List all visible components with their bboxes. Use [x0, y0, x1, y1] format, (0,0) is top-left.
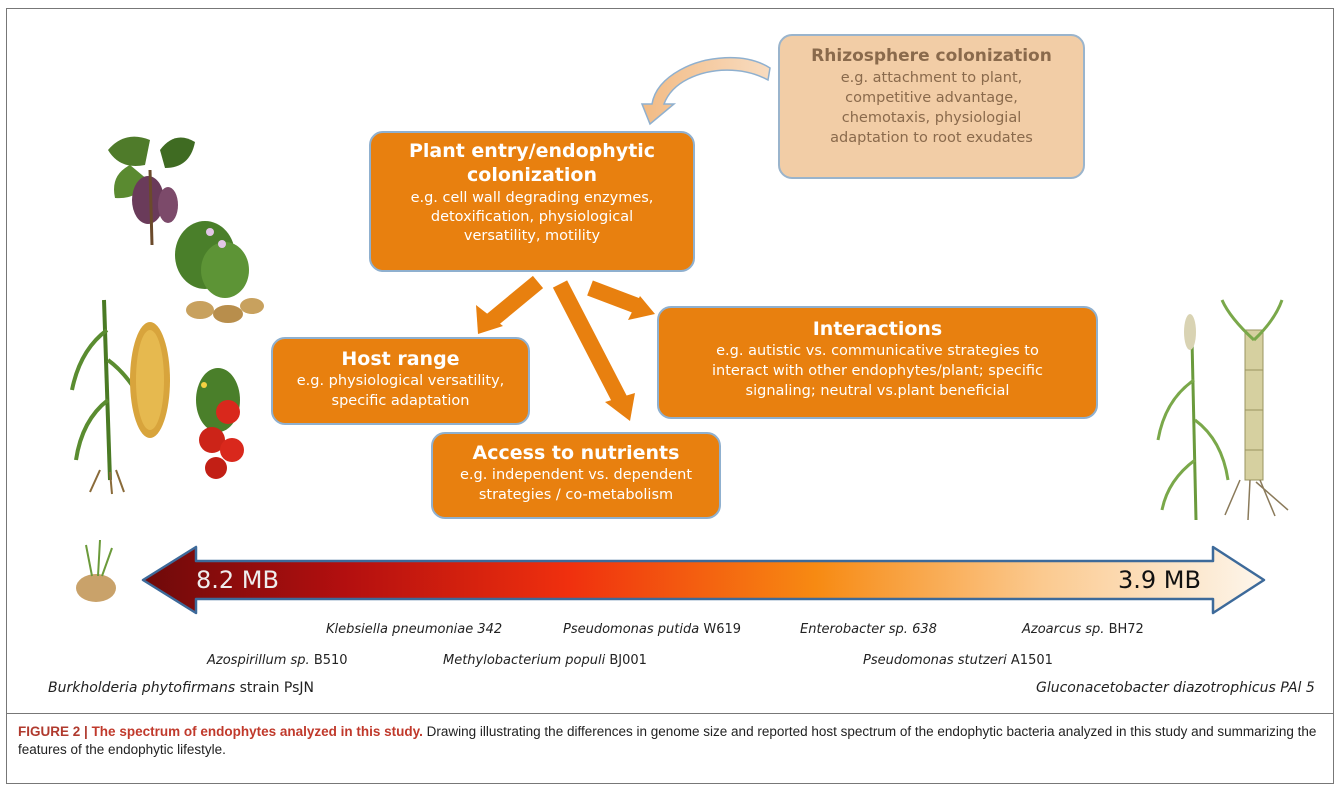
species-name: Methylobacterium populi [443, 653, 606, 668]
species-label: Enterobacter sp. 638 [800, 622, 937, 637]
species-name: Gluconacetobacter diazotrophicus PAl 5 [1036, 680, 1315, 696]
strain: W619 [699, 622, 742, 637]
rhizosphere-title: Rhizosphere colonization [811, 46, 1052, 66]
grapevine-illustration [108, 136, 195, 246]
arrow-to-interactions [587, 280, 655, 320]
host-range-box: Host range e.g. physiological versatilit… [271, 337, 530, 425]
species-name: Burkholderia phytofirmans [48, 680, 236, 696]
arrow-to-host-range [476, 275, 544, 334]
host-range-title: Host range [341, 348, 460, 370]
nutrients-line: strategies / co-metabolism [478, 487, 674, 503]
caption-text: Drawing illustrating the differences in … [18, 724, 1317, 758]
interactions-box: Interactions e.g. autistic vs. communica… [657, 306, 1098, 419]
genome-size-arrow [141, 545, 1266, 615]
potato-plant-illustration [175, 221, 264, 323]
caption-label: FIGURE 2 | [18, 724, 88, 739]
tomato-plant-illustration [196, 368, 244, 479]
caption-title: The spectrum of endophytes analyzed in t… [91, 724, 423, 739]
species-label: Azospirillum sp. B510 [207, 653, 348, 668]
plant-entry-title: Plant entry/endophytic [408, 140, 656, 162]
host-range-line: specific adaptation [331, 393, 470, 409]
interactions-line: signaling; neutral vs.plant beneficial [745, 383, 1010, 399]
rhizosphere-line: chemotaxis, physiologial [841, 110, 1022, 126]
rhizosphere-colonization-box: Rhizosphere colonization e.g. attachment… [778, 34, 1085, 179]
rhizosphere-line: e.g. attachment to plant, [840, 70, 1023, 86]
species-label: Azoarcus sp. BH72 [1022, 622, 1144, 637]
figure-frame [6, 8, 1334, 784]
genome-size-right-label: 3.9 MB [1118, 566, 1201, 594]
strain: BJ001 [605, 653, 647, 668]
species-name: Klebsiella pneumoniae 342 [326, 622, 503, 637]
species-name: Azospirillum sp. [207, 653, 310, 668]
millet-plant-illustration [1156, 314, 1230, 521]
onion-illustration [76, 539, 116, 602]
rhizosphere-line: adaptation to root exudates [830, 130, 1033, 146]
species-name: Pseudomonas putida [563, 622, 700, 637]
strain: A1501 [1006, 653, 1053, 668]
curved-arrow [640, 57, 771, 126]
species-name: Enterobacter sp. 638 [800, 622, 937, 637]
genome-size-left-label: 8.2 MB [196, 566, 279, 594]
species-label: Pseudomonas stutzeri A1501 [863, 653, 1053, 668]
plant-entry-line: versatility, motility [463, 228, 601, 244]
species-name: Pseudomonas stutzeri [863, 653, 1007, 668]
host-range-line: e.g. physiological versatility, [296, 373, 505, 389]
plant-entry-line: detoxification, physiological [430, 209, 634, 225]
arrow-to-nutrients [552, 280, 635, 421]
left-extreme-species: Burkholderia phytofirmans strain PsJN [48, 680, 314, 696]
figure-caption: FIGURE 2 | The spectrum of endophytes an… [6, 713, 1334, 759]
nutrients-line: e.g. independent vs. dependent [459, 467, 692, 483]
nutrients-title: Access to nutrients [472, 442, 680, 464]
interactions-line: e.g. autistic vs. communicative strategi… [716, 343, 1039, 359]
species-label: Pseudomonas putida W619 [563, 622, 741, 637]
strain: strain PsJN [235, 680, 315, 696]
strain: B510 [309, 653, 348, 668]
interactions-line: interact with other endophytes/plant; sp… [711, 363, 1044, 379]
right-extreme-species: Gluconacetobacter diazotrophicus PAl 5 [1036, 680, 1315, 696]
strain: BH72 [1104, 622, 1144, 637]
species-label: Methylobacterium populi BJ001 [443, 653, 647, 668]
plant-entry-box: Plant entry/endophytic colonization e.g.… [369, 131, 695, 272]
sugarcane-illustration [1220, 299, 1289, 521]
plant-entry-line: e.g. cell wall degrading enzymes, [410, 190, 654, 206]
plant-entry-title: colonization [467, 164, 597, 186]
rhizosphere-line: competitive advantage, [845, 90, 1018, 106]
species-label: Klebsiella pneumoniae 342 [326, 622, 502, 637]
species-name: Azoarcus sp. [1022, 622, 1105, 637]
interactions-title: Interactions [812, 318, 943, 340]
nutrients-box: Access to nutrients e.g. independent vs.… [431, 432, 721, 519]
corn-plant-illustration [70, 299, 170, 495]
